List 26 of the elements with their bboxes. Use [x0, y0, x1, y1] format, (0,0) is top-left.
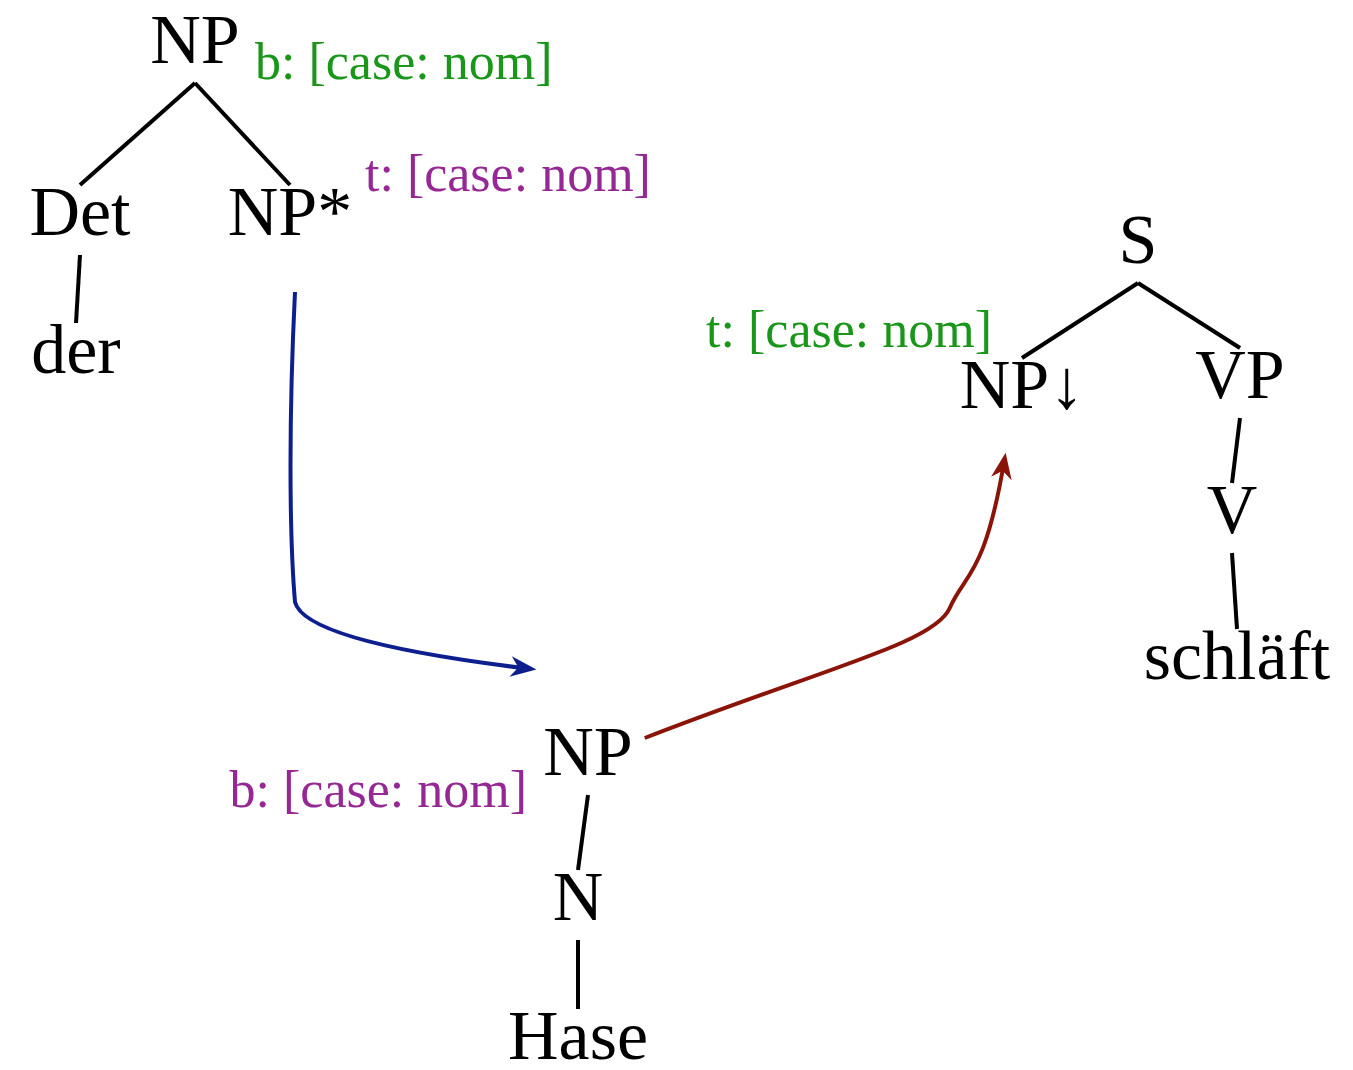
tree-branch [576, 794, 590, 871]
tree-label: NP [150, 5, 240, 75]
tree-branch [1230, 417, 1242, 484]
tree-branch [74, 254, 82, 324]
tree-label: schläft [1143, 621, 1331, 691]
feature-annotation: b: [case: nom] [255, 36, 553, 88]
tree-branch [1136, 281, 1242, 350]
tree-label: VP [1195, 340, 1285, 410]
feature-annotation: t: [case: nom] [365, 148, 651, 200]
arrow [644, 452, 1012, 740]
tree-label: der [31, 315, 121, 385]
tree-label: Det [29, 177, 131, 247]
tree-branch [1020, 281, 1140, 360]
feature-annotation: t: [case: nom] [706, 304, 992, 356]
tree-label: NP [543, 717, 633, 787]
tree-label: NP* [227, 177, 353, 247]
tree-label: Hase [508, 1001, 648, 1070]
tree-branch [576, 940, 580, 1009]
tree-label: V [1206, 475, 1258, 545]
tree-branch [78, 81, 197, 187]
feature-annotation: b: [case: nom] [229, 764, 527, 816]
tree-label: S [1118, 205, 1158, 275]
tree-label: N [552, 862, 604, 932]
tree-branch [1230, 552, 1239, 630]
arrow [288, 291, 537, 677]
tree-branch [193, 81, 292, 187]
